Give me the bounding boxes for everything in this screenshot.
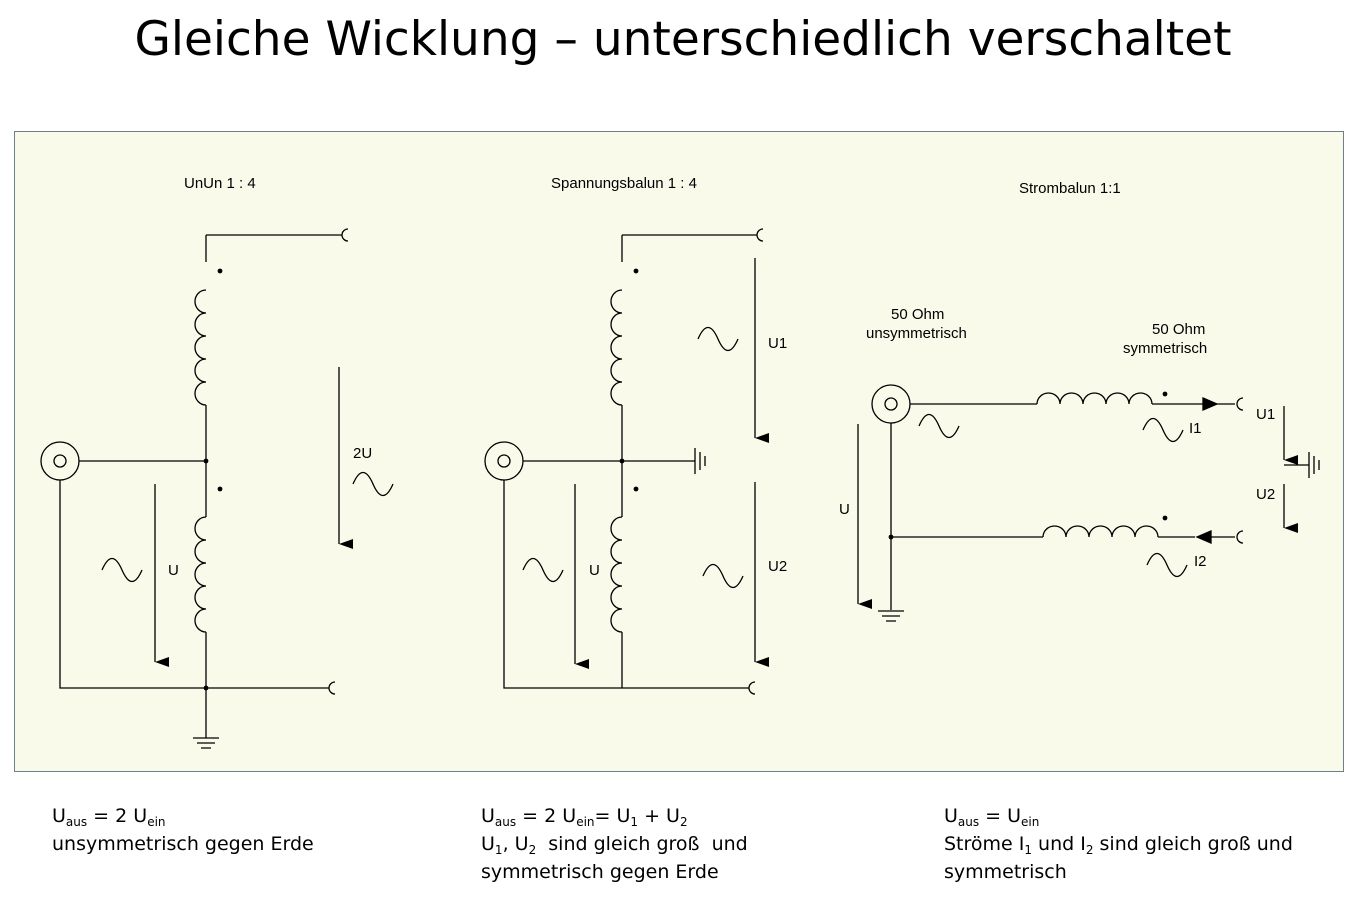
strb-description-1: Ströme I1 und I2 sind gleich groß und [944,833,1293,857]
sb-u1-sine-icon [697,326,739,352]
unun-notes: Uaus = 2 Uein unsymmetrisch gegen Erde [52,802,314,858]
strb-voltage-in-label: U [839,501,850,518]
unun-voltage-out-label: 2U [353,445,372,462]
sb-description-1: U1, U2 sind gleich groß und [481,833,748,857]
strb-voltage-bottom-label: U2 [1256,486,1275,503]
strb-formula: Uaus = Uein [944,805,1040,829]
unun-output-sine-icon [352,471,394,497]
spannungsbalun-circuit [484,228,769,695]
strb-bottom-terminal [1236,530,1244,544]
sb-ground-icon [694,448,706,474]
strb-top-coil [1036,392,1153,405]
strb-notes: Uaus = Uein Ströme I1 und I2 sind gleich… [944,802,1293,886]
sb-voltage-top-label: U1 [768,335,787,352]
strb-coax-inner [884,397,898,411]
sb-heading: Spannungsbalun 1 : 4 [551,175,697,192]
strb-i1-sine-icon [1142,417,1184,443]
unun-heading: UnUn 1 : 4 [184,175,256,192]
strb-input-label-2: unsymmetrisch [866,325,967,342]
unun-circuit [40,228,394,749]
strb-output-label-2: symmetrisch [1123,340,1207,357]
strombalun-circuit [857,384,1320,622]
strb-input-label-1: 50 Ohm [891,306,944,323]
unun-top-wire [205,234,342,262]
sb-coax-outer [484,441,524,481]
strb-bottom-current-arrow [1195,530,1212,544]
sb-formula: Uaus = 2 Uein= U1 + U2 [481,805,688,829]
sb-dot-lower [633,486,639,492]
unun-lower-coil [194,516,207,633]
sb-voltage-bottom-label: U2 [768,558,787,575]
sb-dot-upper [633,268,639,274]
strb-current-bottom-label: I2 [1194,553,1207,570]
sb-coax-inner [497,454,511,468]
sb-bottom-terminal [748,681,756,695]
unun-upper-coil [194,289,207,406]
strb-current-top-label: I1 [1189,420,1202,437]
unun-top-terminal [341,228,349,242]
sb-description-2: symmetrisch gegen Erde [481,861,719,883]
strb-top-terminal [1236,397,1244,411]
strb-input-sine-icon [918,413,960,439]
strb-top-current-arrow [1202,397,1219,411]
sb-notes: Uaus = 2 Uein= U1 + U2 U1, U2 sind gleic… [481,802,748,886]
sb-upper-coil [610,289,623,406]
sb-u2-sine-icon [702,563,744,589]
strb-description-2: symmetrisch [944,861,1067,883]
strb-dot-top [1162,391,1168,397]
sb-top-terminal [756,228,764,242]
schematic-diagram: UnUn 1 : 4 U 2U Spannungsbalun 1 : 4 U U… [40,175,1320,749]
strb-heading: Strombalun 1:1 [1019,180,1121,197]
sb-input-sine-icon [522,557,564,583]
page-title: Gleiche Wicklung – unterschiedlich versc… [134,12,1232,67]
strb-bottom-coil [1042,525,1159,538]
unun-coax-inner [53,454,67,468]
strb-output-ground-icon [1308,452,1320,478]
unun-description: unsymmetrisch gegen Erde [52,833,314,855]
strb-voltage-top-label: U1 [1256,406,1275,423]
sb-voltage-in-label: U [589,562,600,579]
unun-coax-outer [40,441,80,481]
sb-lower-coil [610,516,623,633]
unun-voltage-in-label: U [168,562,179,579]
strb-dot-bottom [1162,515,1168,521]
schematic-panel: UnUn 1 : 4 U 2U Spannungsbalun 1 : 4 U U… [14,131,1344,772]
unun-input-sine-icon [101,557,143,583]
strb-coax-outer [871,384,911,424]
unun-formula: Uaus = 2 Uein [52,805,166,829]
strb-i2-sine-icon [1146,552,1188,578]
strb-output-label-1: 50 Ohm [1152,321,1205,338]
unun-dot-upper [217,268,223,274]
strb-ground-icon [878,610,904,622]
unun-dot-lower [217,486,223,492]
unun-bottom-terminal [328,681,336,695]
unun-ground-icon [193,737,219,749]
